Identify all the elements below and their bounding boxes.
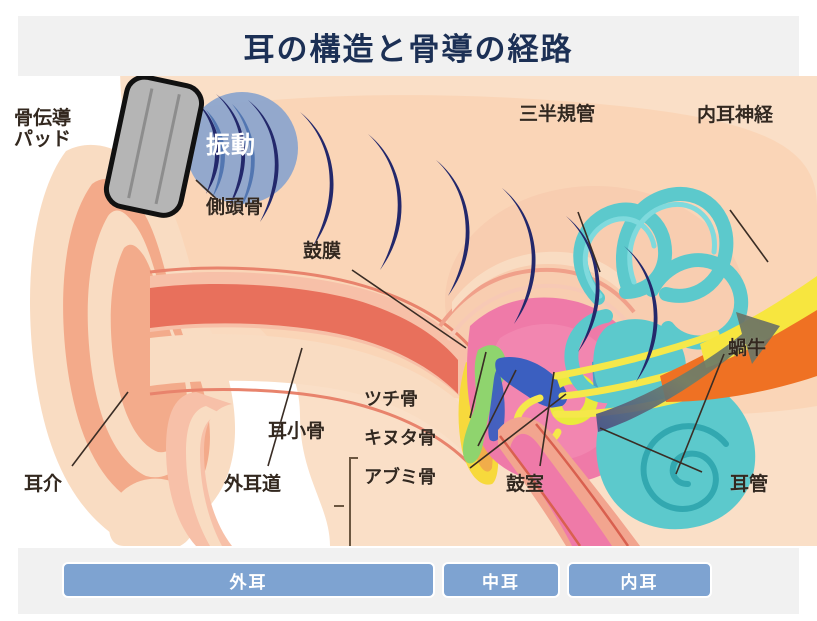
ear-region-legend: 外耳 中耳 内耳 (62, 562, 712, 598)
vibration-halo-arcs (206, 104, 255, 212)
mastoid-outline-1 (438, 267, 636, 328)
page-title: 耳の構造と骨導の経路 (243, 31, 574, 67)
label-temporal-bone: 側頭骨 (206, 197, 264, 218)
label-semicircular-canals: 三半規管 (519, 104, 596, 125)
label-auricle: 耳介 (24, 474, 63, 495)
semicircular-canals-inner (582, 202, 717, 299)
label-ear-canal: 外耳道 (224, 474, 282, 495)
label-bone-conduction-pad-line2: パッド (14, 129, 72, 151)
semicircular-canals (564, 187, 749, 404)
leader-incus (477, 369, 517, 447)
leader-lines (71, 179, 769, 475)
leader-eardrum (351, 269, 467, 349)
inner-ear-nerve-arrow (596, 312, 780, 432)
incus-tail (488, 368, 505, 442)
bone-conduction-pad (103, 76, 205, 218)
ear-canal-line-upper (149, 266, 478, 355)
leader-temporal-bone (195, 179, 223, 205)
auricle-antihelix (110, 244, 188, 453)
leader-eustachian (599, 427, 703, 473)
legend-inner-ear[interactable]: 内耳 (567, 562, 712, 598)
leader-tympanic-cavity (539, 371, 555, 467)
label-tympanic-cavity: 鼓室 (506, 474, 545, 495)
incus-bone (495, 356, 568, 408)
legend-outer-ear[interactable]: 外耳 (62, 562, 435, 598)
leader-semicircular (577, 211, 601, 273)
leader-cochlea (675, 353, 725, 475)
ear-canal-lumen (150, 284, 458, 394)
label-bone-conduction-pad-line1: 骨伝導 (14, 108, 72, 129)
mastoid-outline-2 (446, 283, 632, 342)
label-bone-conduction-pad: 骨伝導パッド (14, 108, 71, 151)
leader-malleus (469, 351, 487, 419)
label-stapes: アブミ骨 (364, 467, 436, 487)
label-eardrum: 鼓膜 (303, 241, 342, 262)
ear-canal-line-lower (149, 388, 482, 477)
leader-nerve (729, 209, 769, 263)
eustachian-tube-line-2 (535, 423, 630, 546)
eustachian-tube-lumen (510, 433, 612, 546)
label-vibration: 振動 (206, 132, 256, 159)
label-cochlea: 蝸牛 (728, 338, 767, 359)
label-eustachian-tube: 耳管 (730, 474, 769, 495)
ossicles-bracket (334, 457, 358, 546)
eustachian-tube-line-1 (499, 435, 582, 546)
leader-ear-canal (267, 347, 303, 467)
legend-middle-ear[interactable]: 中耳 (442, 562, 560, 598)
cochlea-spiral (640, 423, 729, 512)
leader-stapes (469, 393, 567, 469)
label-ossicles: 耳小骨 (268, 421, 326, 442)
label-malleus: ツチ骨 (364, 389, 418, 409)
ear-anatomy-figure: 骨伝導パッド 振動 側頭骨 三半規管 内耳神経 鼓膜 蝸牛 耳介 外耳道 耳小骨… (0, 76, 817, 546)
label-incus: キヌタ骨 (364, 428, 436, 448)
title-band: 耳の構造と骨導の経路 (18, 16, 799, 76)
ear-canal-lower-wall (150, 334, 478, 468)
ear-canal-entrance-inner (186, 406, 222, 546)
label-inner-ear-nerve: 内耳神経 (697, 105, 774, 126)
leader-auricle (71, 391, 129, 467)
